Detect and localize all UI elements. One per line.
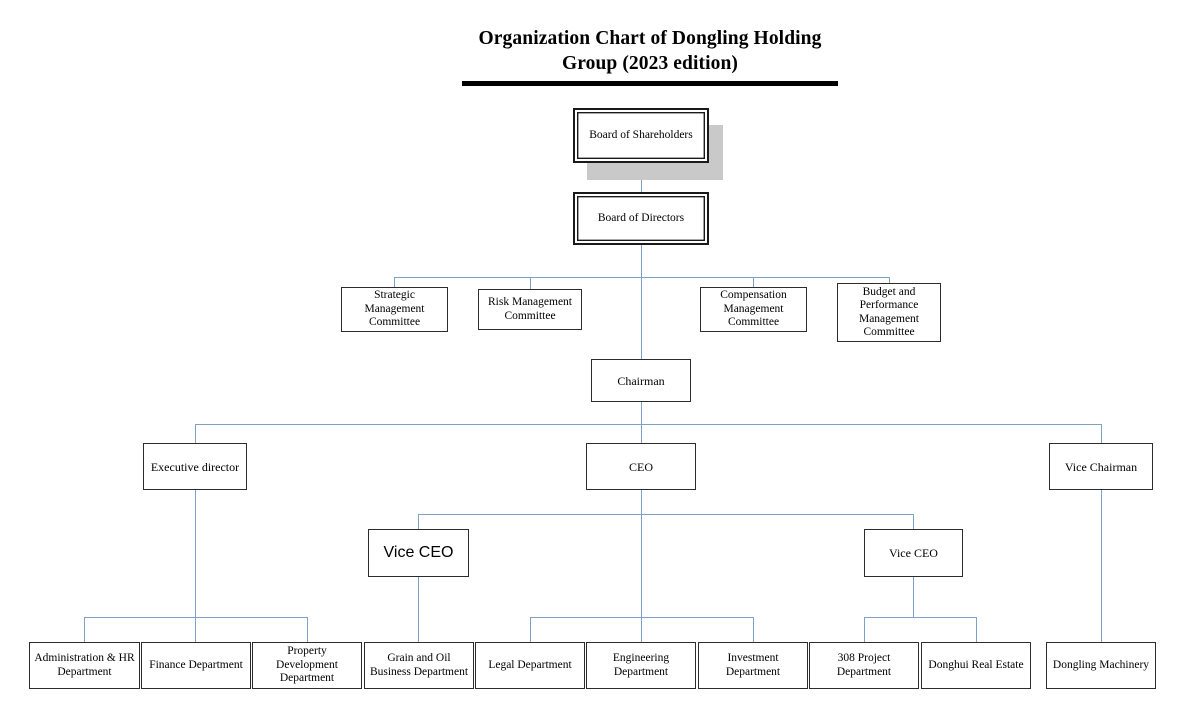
- connector-directors-stem: [641, 245, 642, 277]
- node-label: Finance Department: [149, 658, 243, 671]
- node-label: Board of Shareholders: [589, 128, 693, 141]
- node-board-of-shareholders[interactable]: Board of Shareholders: [573, 108, 709, 163]
- connector-bus-to-308-project: [864, 617, 865, 642]
- node-label: Strategic Management Committee: [364, 289, 425, 329]
- connector-bus-to-strategic-committee: [394, 277, 395, 287]
- node-finance-department[interactable]: Finance Department: [141, 642, 251, 689]
- connector-bus-to-vice-ceo-left: [418, 514, 419, 529]
- node-label: Legal Department: [488, 658, 572, 671]
- node-label: Property Development Department: [276, 645, 338, 685]
- connector-bus-to-property-development: [307, 617, 308, 642]
- node-label: Chairman: [617, 373, 665, 388]
- chart-title-block: Organization Chart of Dongling Holding G…: [440, 26, 860, 86]
- connector-bus-to-ceo: [641, 424, 642, 443]
- node-vice-ceo-right[interactable]: Vice CEO: [864, 529, 963, 577]
- node-investment-department[interactable]: Investment Department: [698, 642, 808, 689]
- connector-ceo-stem: [641, 490, 642, 514]
- connector-bus-to-investment-department: [753, 617, 754, 642]
- connector-bus-to-donghui-real-estate: [976, 617, 977, 642]
- node-administration-hr-department[interactable]: Administration & HR Department: [29, 642, 140, 689]
- node-label: Vice Chairman: [1064, 459, 1138, 474]
- node-donghui-real-estate[interactable]: Donghui Real Estate: [921, 642, 1031, 689]
- node-engineering-department[interactable]: Engineering Department: [586, 642, 696, 689]
- node-strategic-management-committee[interactable]: Strategic Management Committee: [341, 287, 448, 332]
- node-label: Engineering Department: [612, 652, 670, 678]
- node-label: Dongling Machinery: [1052, 658, 1150, 671]
- connector-bus-to-budget-committee: [889, 277, 890, 283]
- node-label: Vice CEO: [383, 544, 454, 561]
- chart-title-line-1: Organization Chart of Dongling Holding: [478, 28, 822, 49]
- connector-bus-to-executive-director: [195, 424, 196, 443]
- node-label: Compensation Management Committee: [720, 289, 787, 329]
- node-compensation-management-committee[interactable]: Compensation Management Committee: [700, 287, 807, 332]
- connector-vice-ceo-right-stem: [913, 577, 914, 617]
- node-risk-management-committee[interactable]: Risk Management Committee: [478, 289, 582, 330]
- connector-directors-to-chairman: [641, 277, 642, 359]
- connector-bus-to-risk-committee: [530, 277, 531, 289]
- connector-bus-to-administration-hr: [84, 617, 85, 642]
- page-title: Organization Chart of Dongling Holding G…: [440, 26, 860, 76]
- node-legal-department[interactable]: Legal Department: [475, 642, 585, 689]
- node-ceo[interactable]: CEO: [586, 443, 696, 490]
- node-budget-and-performance-management-committee[interactable]: Budget and Performance Management Commit…: [837, 283, 941, 342]
- connector-vice-ceo-right-bus: [864, 617, 976, 618]
- node-label: CEO: [629, 459, 653, 474]
- node-308-project-department[interactable]: 308 Project Department: [809, 642, 919, 689]
- connector-bus-to-compensation-committee: [753, 277, 754, 287]
- node-label: 308 Project Department: [836, 652, 892, 678]
- node-label: Budget and Performance Management Commit…: [858, 285, 920, 339]
- node-chairman[interactable]: Chairman: [591, 359, 691, 402]
- connector-bus-to-engineering-department: [641, 617, 642, 642]
- node-label: Risk Management Committee: [488, 296, 572, 322]
- connector-chairman-stem: [641, 402, 642, 424]
- node-label: Donghui Real Estate: [928, 658, 1024, 671]
- connector-vice-chairman-to-dongling-machinery: [1101, 490, 1102, 642]
- connector-bus-to-legal-department: [530, 617, 531, 642]
- connector-ceo-to-department-bus: [641, 514, 642, 617]
- node-label: Investment Department: [725, 652, 781, 678]
- connector-bus-to-vice-ceo-right: [913, 514, 914, 529]
- connector-level4-bus: [195, 424, 1101, 425]
- connector-bus-to-finance-department: [195, 617, 196, 642]
- node-executive-director[interactable]: Executive director: [143, 443, 247, 490]
- connector-vice-ceo-bus: [418, 514, 914, 515]
- connector-bus-to-vice-chairman: [1101, 424, 1102, 443]
- connector-committee-bus: [394, 277, 890, 278]
- connector-vice-ceo-left-to-grain-oil: [418, 577, 419, 642]
- node-label: Administration & HR Department: [34, 652, 135, 678]
- node-board-of-directors[interactable]: Board of Directors: [573, 192, 709, 245]
- node-label: Board of Directors: [597, 211, 685, 224]
- node-label: Vice CEO: [889, 546, 938, 560]
- node-label: Grain and Oil Business Department: [369, 652, 469, 678]
- title-underline-rule: [462, 81, 838, 86]
- node-vice-chairman[interactable]: Vice Chairman: [1049, 443, 1153, 490]
- chart-title-line-2: Group (2023 edition): [561, 53, 739, 74]
- node-label: Executive director: [150, 459, 240, 474]
- node-grain-and-oil-business-department[interactable]: Grain and Oil Business Department: [364, 642, 474, 689]
- node-vice-ceo-left[interactable]: Vice CEO: [368, 529, 469, 577]
- connector-executive-director-stem: [195, 490, 196, 617]
- node-property-development-department[interactable]: Property Development Department: [252, 642, 362, 689]
- node-dongling-machinery[interactable]: Dongling Machinery: [1046, 642, 1156, 689]
